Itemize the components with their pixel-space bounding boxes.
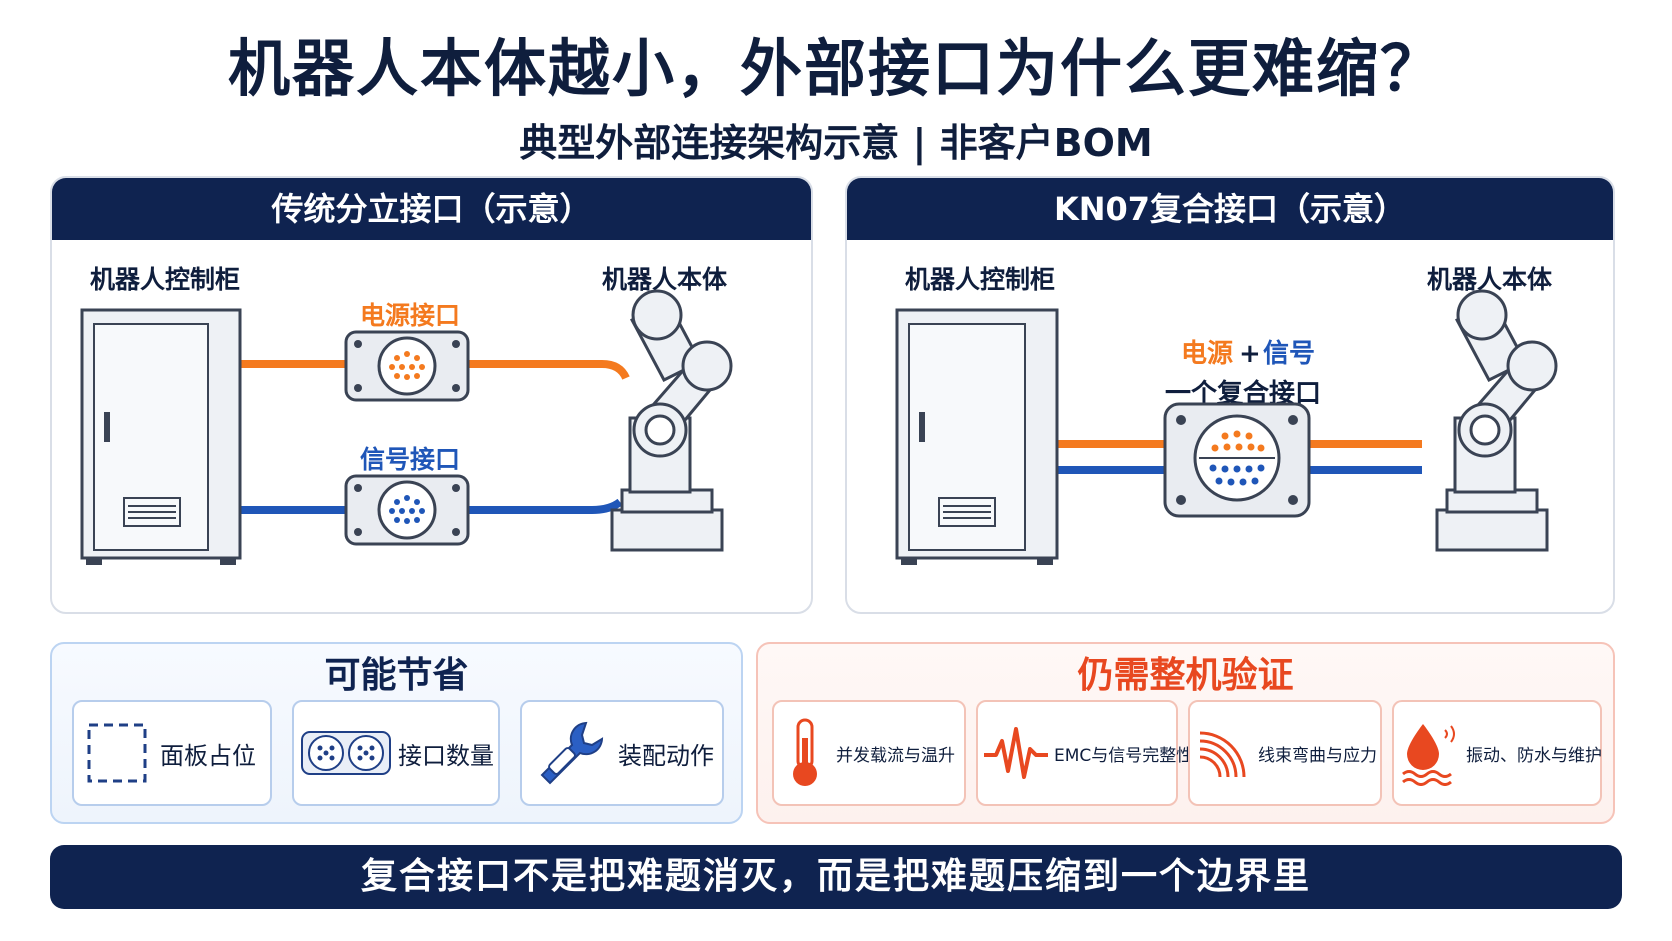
- kn07-panel: KN07复合接口（示意） 机器人控制柜 机器人本体 电源 + 信号 一个复合接口: [845, 176, 1615, 614]
- left-robot-label: 机器人本体: [602, 265, 728, 294]
- benefit-label: 装配动作: [618, 741, 714, 770]
- page-subtitle: 典型外部连接架构示意 | 非客户BOM: [519, 121, 1153, 165]
- plus-sign: +: [1239, 339, 1261, 369]
- traditional-panel: 传统分立接口（示意） 机器人控制柜 机器人本体 电源接口 信号接口: [50, 176, 813, 614]
- validation-card-environment: 振动、防水与维护: [1392, 700, 1602, 806]
- benefit-label: 接口数量: [398, 741, 494, 770]
- combined-connector-icon: [1163, 402, 1311, 518]
- signal-connector-icon: [344, 474, 470, 546]
- wrench-icon: [522, 717, 618, 789]
- validation-label: 振动、防水与维护: [1466, 745, 1602, 766]
- validation-label: 线束弯曲与应力: [1258, 745, 1377, 766]
- waveform-icon: [978, 725, 1054, 781]
- right-robot-label: 机器人本体: [1427, 265, 1553, 294]
- signal-cable: [240, 498, 623, 514]
- water-drop-icon: [1394, 720, 1466, 786]
- footer-banner: 复合接口不是把难题消灭，而是把难题压缩到一个边界里: [50, 845, 1622, 909]
- validation-label: EMC与信号完整性: [1054, 745, 1194, 766]
- benefits-box: 可能节省 面板占位 接口数量 装配动作: [50, 642, 743, 824]
- power-connector-icon: [344, 330, 470, 402]
- traditional-diagram: 机器人控制柜 机器人本体 电源接口 信号接口: [80, 265, 733, 565]
- validation-label: 并发载流与温升: [836, 745, 955, 766]
- validation-card-thermal: 并发载流与温升: [772, 700, 966, 806]
- benefit-card-interface-count: 接口数量: [292, 700, 500, 806]
- kn07-panel-header: KN07复合接口（示意）: [847, 178, 1613, 240]
- benefit-card-assembly: 装配动作: [520, 700, 724, 806]
- benefit-label: 面板占位: [160, 741, 256, 770]
- left-cabinet-label: 机器人控制柜: [90, 265, 240, 294]
- right-cabinet-icon: [895, 308, 1059, 565]
- right-robot-arm-icon: [1435, 289, 1558, 552]
- left-robot-arm-icon: [610, 289, 733, 552]
- right-cabinet-label: 机器人控制柜: [905, 265, 1055, 294]
- validation-title: 仍需整机验证: [1077, 655, 1294, 696]
- signal-interface-label: 信号接口: [360, 445, 460, 474]
- left-cabinet-icon: [80, 308, 242, 565]
- traditional-panel-header: 传统分立接口（示意）: [52, 178, 811, 240]
- power-cable: [240, 360, 630, 380]
- power-interface-label: 电源接口: [360, 301, 460, 330]
- page-title: 机器人本体越小，外部接口为什么更难缩？: [227, 32, 1444, 105]
- benefit-card-panel-space: 面板占位: [72, 700, 272, 806]
- power-word: 电源: [1181, 339, 1233, 369]
- thermometer-icon: [774, 716, 836, 790]
- connector-pair-icon: [294, 728, 398, 778]
- cable-bend-icon: [1190, 725, 1258, 781]
- validation-card-cable: 线束弯曲与应力: [1188, 700, 1382, 806]
- signal-word: 信号: [1263, 339, 1315, 369]
- validation-box: 仍需整机验证 并发载流与温升 EMC与信号完整性 线: [756, 642, 1615, 824]
- benefits-title: 可能节省: [324, 655, 469, 696]
- kn07-diagram: 机器人控制柜 机器人本体 电源 + 信号 一个复合接口: [895, 265, 1558, 565]
- validation-card-emc: EMC与信号完整性: [976, 700, 1193, 806]
- dashed-square-icon: [74, 721, 160, 785]
